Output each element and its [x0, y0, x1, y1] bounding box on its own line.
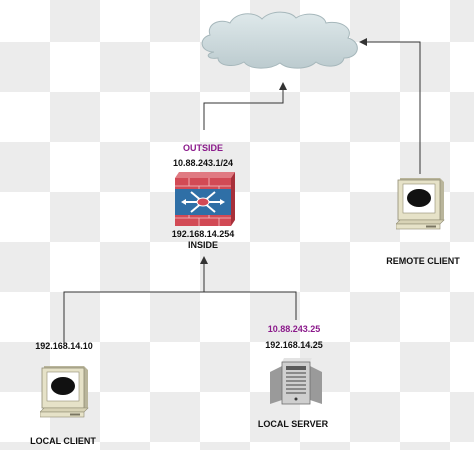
- firewall-to-cloud-link: [203, 82, 287, 130]
- local-server-label: LOCAL SERVER: [257, 419, 329, 429]
- outside-label: OUTSIDE: [182, 143, 224, 153]
- local-server-ip: 192.168.14.25: [265, 340, 323, 350]
- inside-ip: 192.168.14.254: [171, 229, 235, 239]
- local-server-icon: [270, 358, 322, 405]
- inside-label: INSIDE: [187, 240, 219, 250]
- local-client-label: LOCAL CLIENT: [30, 436, 96, 446]
- local-server-public-ip: 10.88.243.25: [267, 324, 321, 334]
- remote-client-computer-icon: [396, 178, 445, 230]
- lan-bus: [63, 291, 297, 345]
- firewall-icon: [175, 172, 235, 226]
- outside-ip: 10.88.243.1/24: [172, 158, 234, 168]
- local-client-computer-icon: [40, 366, 89, 418]
- remote-client-to-cloud-link: [359, 38, 421, 174]
- local-client-ip: 192.168.14.10: [35, 341, 93, 351]
- internet-cloud-icon: [201, 11, 358, 69]
- remote-client-label: REMOTE CLIENT: [386, 256, 460, 266]
